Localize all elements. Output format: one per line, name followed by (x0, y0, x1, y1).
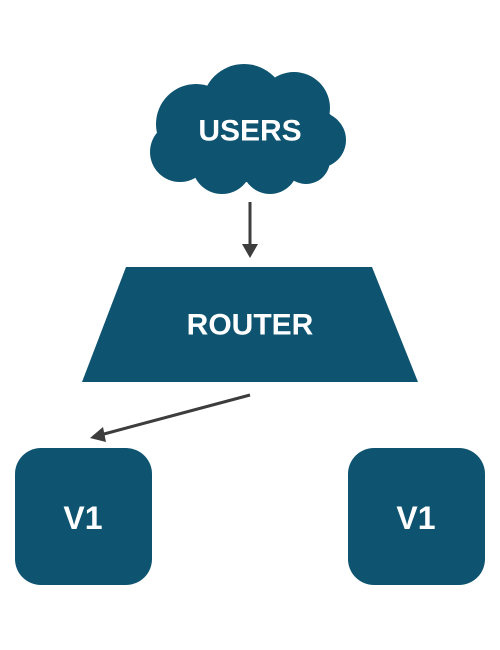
cloud-icon (150, 64, 346, 194)
v1-right-label: V1 (396, 500, 435, 536)
v1-left-node: V1 (15, 448, 152, 585)
edge-line (103, 393, 251, 436)
router-node: ROUTER (82, 267, 418, 382)
users-label: USERS (198, 115, 301, 148)
edge-router-to-v1-left (90, 393, 251, 442)
rounded-square-shape (348, 448, 485, 585)
v1-left-label: V1 (63, 500, 102, 536)
trapezoid-shape (82, 267, 418, 382)
v1-right-node: V1 (348, 448, 485, 585)
edge-users-to-router (242, 202, 258, 258)
rounded-square-shape (15, 448, 152, 585)
arrowhead-icon (90, 427, 106, 442)
users-node: USERS (150, 64, 346, 194)
router-label: ROUTER (187, 309, 314, 342)
arrowhead-icon (242, 244, 258, 258)
